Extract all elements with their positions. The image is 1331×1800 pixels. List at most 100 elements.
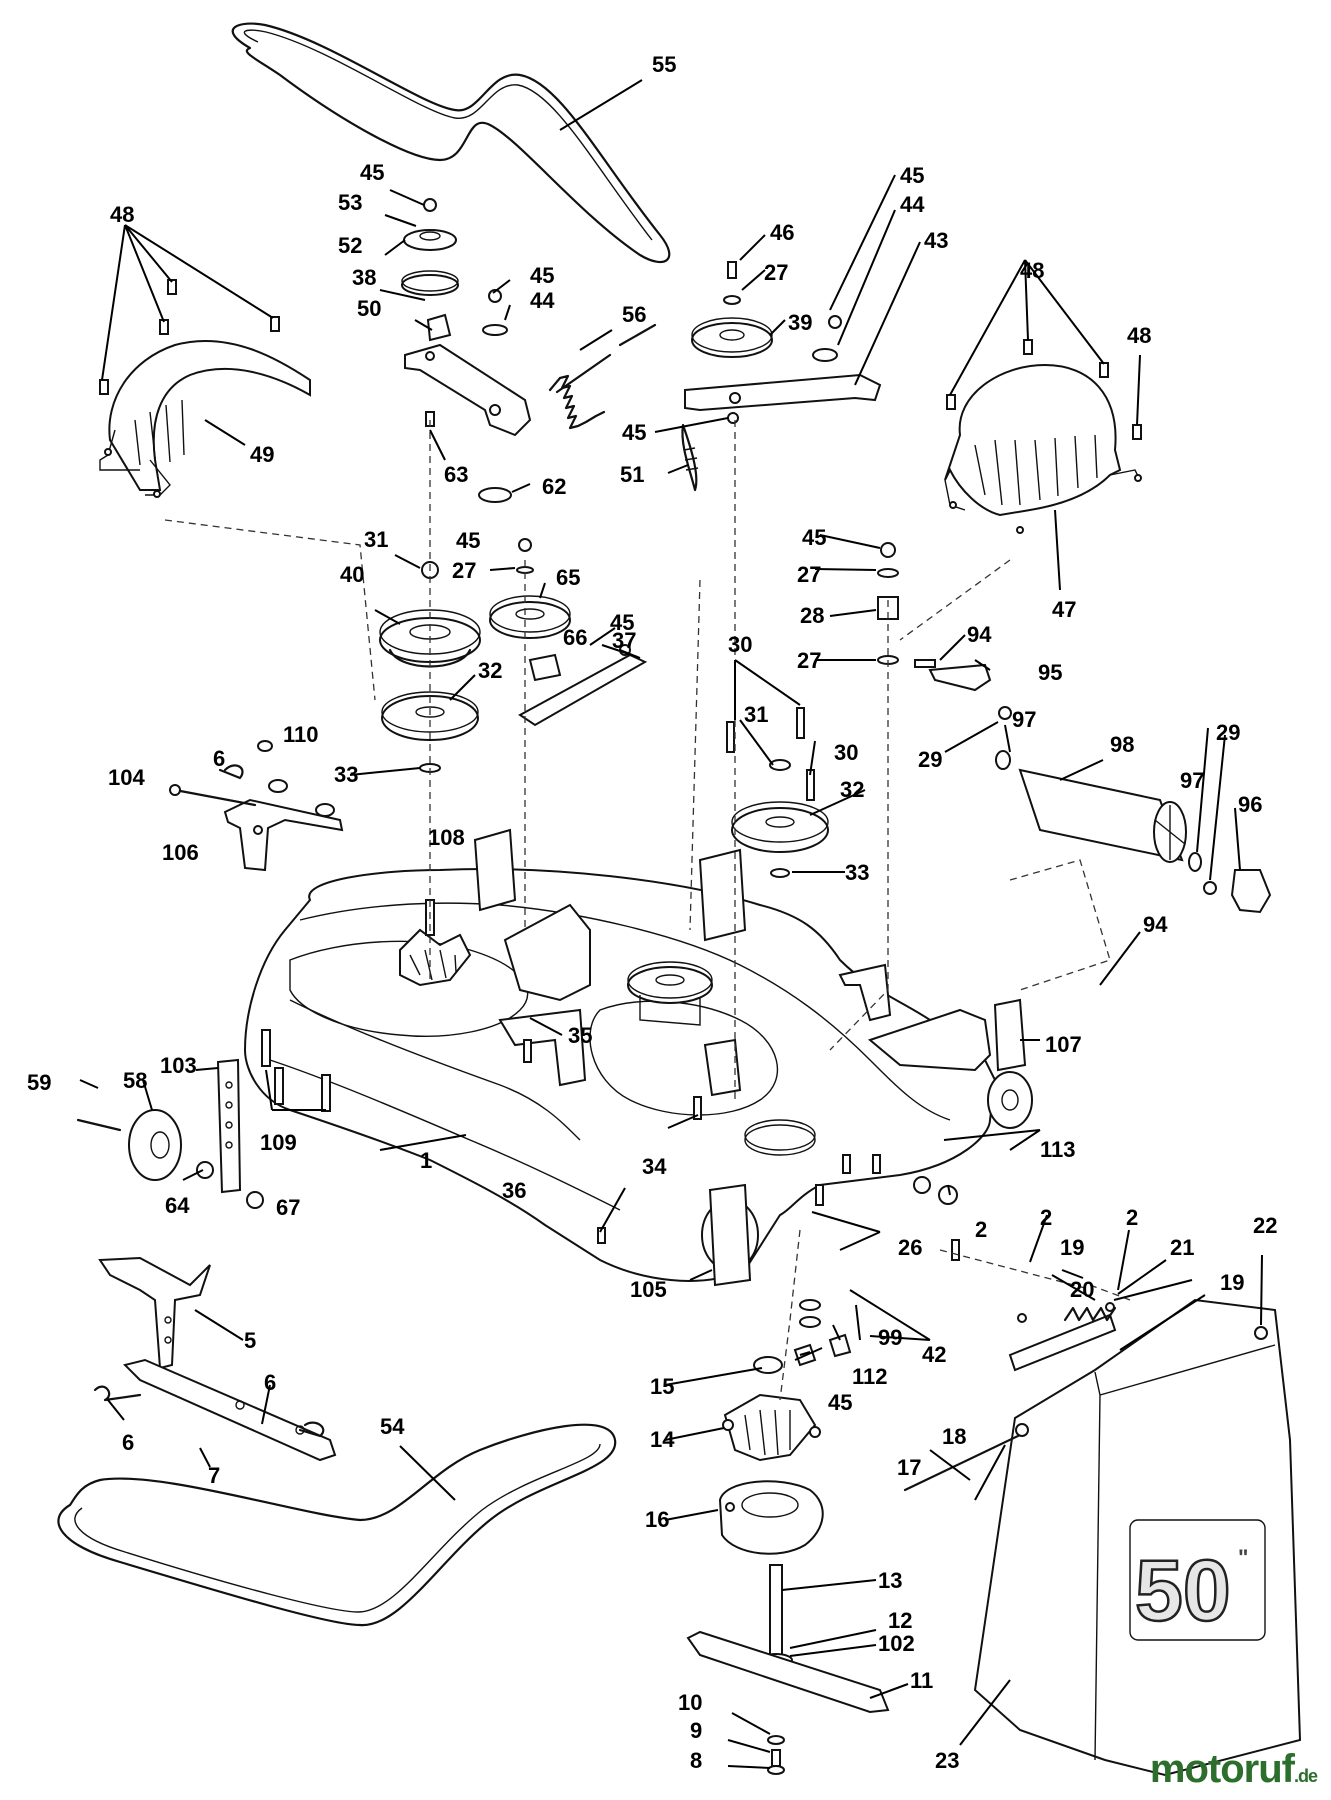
callout-103: 103 [160, 1053, 197, 1078]
deck-size-decal-unit: " [1238, 1545, 1248, 1570]
callout-2: 2 [975, 1217, 987, 1242]
upper-belt [231, 22, 671, 264]
lower-belt [57, 1423, 617, 1627]
callout-42: 42 [922, 1342, 946, 1367]
leader-lines [79, 79, 1263, 1769]
watermark-logo: motoruf.de [1149, 1747, 1318, 1792]
callout-5: 5 [244, 1328, 256, 1353]
callout-66: 66 [563, 625, 587, 650]
callout-28: 28 [800, 603, 824, 628]
callout-26: 26 [898, 1235, 922, 1260]
callout-45: 45 [900, 163, 924, 188]
callout-34: 34 [642, 1154, 667, 1179]
callout-45: 45 [530, 263, 554, 288]
callout-7: 7 [208, 1463, 220, 1488]
callout-23: 23 [935, 1748, 959, 1773]
callout-49: 49 [250, 442, 274, 467]
blade-spindle-assembly [686, 1184, 890, 1775]
callout-46: 46 [770, 220, 794, 245]
callout-102: 102 [878, 1631, 915, 1656]
callout-40: 40 [340, 562, 364, 587]
callout-20: 20 [1070, 1277, 1094, 1302]
callout-45: 45 [828, 1390, 852, 1415]
callout-10: 10 [678, 1690, 702, 1715]
callout-27: 27 [797, 562, 821, 587]
callout-14: 14 [650, 1427, 675, 1452]
callout-65: 65 [556, 565, 580, 590]
callout-29: 29 [918, 747, 942, 772]
callout-94: 94 [967, 622, 992, 647]
callout-64: 64 [165, 1193, 190, 1218]
callout-33: 33 [845, 860, 869, 885]
callout-62: 62 [542, 474, 566, 499]
callout-9: 9 [690, 1718, 702, 1743]
callout-19: 19 [1220, 1270, 1244, 1295]
callout-31: 31 [744, 702, 768, 727]
callout-113: 113 [1040, 1137, 1076, 1162]
watermark-tld: .de [1293, 1766, 1318, 1786]
callout-36: 36 [502, 1178, 526, 1203]
callout-112: 112 [852, 1364, 888, 1389]
springs [548, 323, 699, 492]
callout-48: 48 [1127, 323, 1151, 348]
callout-27: 27 [452, 558, 476, 583]
callout-32: 32 [840, 777, 864, 802]
callout-16: 16 [645, 1507, 669, 1532]
callout-50: 50 [357, 296, 381, 321]
callout-31: 31 [364, 527, 388, 552]
callout-56: 56 [622, 302, 646, 327]
callout-48: 48 [110, 202, 134, 227]
callout-51: 51 [620, 462, 644, 487]
callout-15: 15 [650, 1374, 674, 1399]
callout-107: 107 [1045, 1032, 1082, 1057]
callout-19: 19 [1060, 1235, 1084, 1260]
callout-39: 39 [788, 310, 812, 335]
callout-59: 59 [27, 1070, 51, 1095]
callout-2: 2 [1126, 1205, 1138, 1230]
callout-109: 109 [260, 1130, 297, 1155]
callout-47: 47 [1052, 597, 1076, 622]
left-belt-cover [99, 340, 311, 498]
callout-45: 45 [802, 525, 826, 550]
callout-96: 96 [1238, 792, 1262, 817]
callout-35: 35 [568, 1023, 592, 1048]
mower-deck [243, 828, 1033, 1287]
idler-bracket-left [401, 198, 532, 503]
callout-94: 94 [1143, 912, 1168, 937]
callout-37: 37 [612, 628, 636, 653]
callout-6: 6 [122, 1430, 134, 1455]
pulley-stack-right [726, 542, 899, 878]
callout-105: 105 [630, 1277, 667, 1302]
callout-8: 8 [690, 1748, 702, 1773]
callout-27: 27 [764, 260, 788, 285]
callout-99: 99 [878, 1325, 902, 1350]
callout-108: 108 [428, 825, 465, 850]
callout-97: 97 [1012, 707, 1036, 732]
callout-29: 29 [1216, 720, 1240, 745]
callout-45: 45 [456, 528, 480, 553]
callout-6: 6 [264, 1370, 276, 1395]
callout-33: 33 [334, 762, 358, 787]
callout-32: 32 [478, 658, 502, 683]
deck-size-decal: 50 [1135, 1543, 1231, 1639]
callout-17: 17 [897, 1455, 921, 1480]
callout-55: 55 [652, 52, 676, 77]
callout-45: 45 [610, 610, 634, 635]
anti-scalp-roller [914, 659, 1272, 914]
callout-1: 1 [420, 1148, 432, 1173]
callout-44: 44 [900, 192, 925, 217]
callout-21: 21 [1170, 1235, 1194, 1260]
callout-43: 43 [924, 228, 948, 253]
callout-104: 104 [108, 765, 145, 790]
watermark-brand: motoruf [1149, 1747, 1295, 1791]
callout-52: 52 [338, 233, 362, 258]
callout-45: 45 [622, 420, 646, 445]
callout-12: 12 [888, 1608, 912, 1633]
callout-48: 48 [1020, 258, 1044, 283]
callout-67: 67 [276, 1195, 300, 1220]
callout-38: 38 [352, 265, 376, 290]
callout-98: 98 [1110, 732, 1134, 757]
callout-22: 22 [1253, 1213, 1277, 1238]
callout-58: 58 [123, 1068, 147, 1093]
